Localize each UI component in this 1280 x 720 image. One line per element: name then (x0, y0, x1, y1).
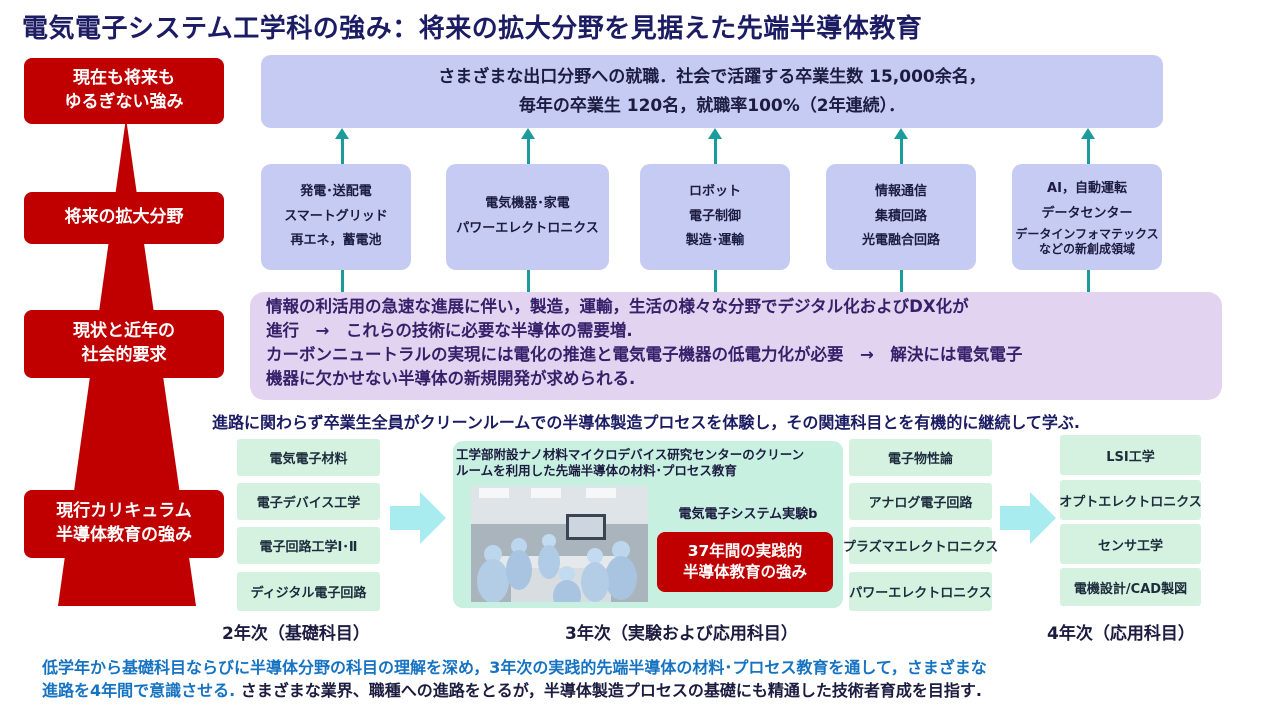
social-demand-text: 情報の利活用の急速な進展に伴い，製造，運輸，生活の様々な分野でデジタル化およびD… (266, 297, 969, 316)
summary-line: さまざまな業界、職種への進路をとるが，半導体製造プロセスの基礎にも精通した技術者… (240, 681, 982, 701)
course-item: センサ工学 (1060, 524, 1201, 564)
social-demand-text: カーボンニュートラルの実現には電化の推進と電気電子機器の低電力化が必要 → 解決… (266, 344, 1023, 364)
field-item: 電気機器･家電 (485, 196, 570, 212)
field-item: などの新創成領域 (1038, 241, 1135, 256)
right-arrow-icon (390, 492, 446, 544)
field-item: データセンター (1041, 206, 1133, 221)
summary-text: 低学年から基礎科目ならびに半導体分野の科目の理解を深め，3年次の実践的先端半導体… (42, 656, 987, 702)
right-arrow-icon (1000, 492, 1056, 544)
field-box-power: 発電･送配電 スマートグリッド 再エネ，蓄電池 (261, 164, 411, 270)
cleanroom-title-line: 工学部附設ナノ材料マイクロデバイス研究センターのクリーン (456, 447, 805, 462)
course-item: パワーエレクトロニクス (849, 572, 992, 611)
year4-label: 4年次（応用科目） (1047, 624, 1195, 644)
label-line: 現状と近年の (73, 321, 175, 342)
strength-line: 半導体教育の強み (682, 563, 807, 581)
social-demand-text: 進行 → これらの技術に必要な半導体の需要増. (266, 320, 633, 340)
cleanroom-statement: 進路に関わらず卒業生全員がクリーンルームでの半導体製造プロセスを体験し，その関連… (212, 413, 1080, 432)
course-item: 電子デバイス工学 (237, 483, 380, 520)
strength-badge: 37年間の実践的 半導体教育の強み (657, 532, 833, 592)
field-item: AI，自動運転 (1047, 181, 1127, 197)
field-item: ロボット (688, 183, 741, 199)
summary-line: 進路を4年間で意識させる. (42, 681, 236, 701)
career-outcomes-line1: さまざまな出口分野への就職．社会で活躍する卒業生数 15,000余名， (438, 67, 986, 88)
year3-label: 3年次（実験および応用科目） (565, 624, 798, 644)
label-curriculum-strength: 現行カリキュラム半導体教育の強み (24, 490, 224, 558)
field-item: 光電融合回路 (861, 233, 940, 249)
course-item: ディジタル電子回路 (237, 572, 380, 611)
label-current-strength: 現在も将来もゆるぎない強み (24, 58, 224, 124)
label-social-demand: 現状と近年の社会的要求 (24, 310, 224, 378)
field-item: 集積回路 (874, 208, 927, 224)
course-item: プラズマエレクトロニクス (843, 527, 998, 564)
label-future-fields: 将来の拡大分野 (24, 192, 224, 244)
summary-line: 低学年から基礎科目ならびに半導体分野の科目の理解を深め，3年次の実践的先端半導体… (42, 658, 987, 677)
field-item: 再エネ，蓄電池 (290, 233, 382, 249)
label-line: 現在も将来も (73, 68, 175, 89)
label-line: 将来の拡大分野 (64, 207, 184, 228)
year2-label: 2年次（基礎科目） (222, 624, 370, 644)
field-box-robotics: ロボット 電子制御 製造･運輸 (640, 164, 790, 270)
field-box-communication: 情報通信 集積回路 光電融合回路 (826, 164, 976, 270)
page-title: 電気電子システム工学科の強み：将来の拡大分野を見据えた先端半導体教育 (22, 14, 923, 44)
course-item: オプトエレクトロニクス (1059, 480, 1202, 520)
field-item: 情報通信 (874, 183, 927, 199)
career-outcomes-box: さまざまな出口分野への就職．社会で活躍する卒業生数 15,000余名， 毎年の卒… (261, 55, 1163, 128)
cleanroom-title: 工学部附設ナノ材料マイクロデバイス研究センターのクリーン ルームを利用した先端半… (456, 447, 804, 480)
field-item: パワーエレクトロニクス (456, 221, 599, 236)
label-line: 現行カリキュラム (56, 501, 192, 522)
label-line: 半導体教育の強み (56, 525, 192, 545)
strength-line: 37年間の実践的 (687, 542, 803, 561)
social-demand-text: 機器に欠かせない半導体の新規開発が求められる. (266, 368, 636, 388)
field-item: データインフォマテックス (1015, 226, 1159, 241)
course-item: 電子物性論 (849, 439, 992, 476)
course-item: アナログ電子回路 (849, 483, 992, 520)
career-outcomes-line2: 毎年の卒業生 120名，就職率100%（2年連続）． (518, 95, 906, 116)
field-item: 製造･運輸 (685, 233, 745, 249)
social-demand-box: 情報の利活用の急速な進展に伴い，製造，運輸，生活の様々な分野でデジタル化およびD… (250, 292, 1222, 400)
course-item: 電子回路工学Ⅰ･Ⅱ (237, 527, 380, 564)
cleanroom-title-line: ルームを利用した先端半導体の材料･プロセス教育 (456, 463, 737, 479)
label-line: 社会的要求 (81, 345, 167, 365)
field-item: 発電･送配電 (300, 183, 372, 199)
cleanroom-photo (471, 486, 648, 602)
field-item: スマートグリッド (284, 208, 388, 224)
field-item: 電子制御 (688, 208, 741, 224)
course-item: 電機設計/CAD製図 (1060, 568, 1201, 606)
course-item: 電気電子材料 (237, 439, 380, 476)
experiment-label: 電気電子システム実験b (678, 507, 818, 522)
field-box-appliances: 電気機器･家電 パワーエレクトロニクス (446, 164, 609, 270)
label-line: ゆるぎない強み (64, 92, 184, 112)
field-box-ai: AI，自動運転 データセンター データインフォマテックス などの新創成領域 (1012, 164, 1162, 270)
course-item: LSI工学 (1060, 435, 1201, 475)
